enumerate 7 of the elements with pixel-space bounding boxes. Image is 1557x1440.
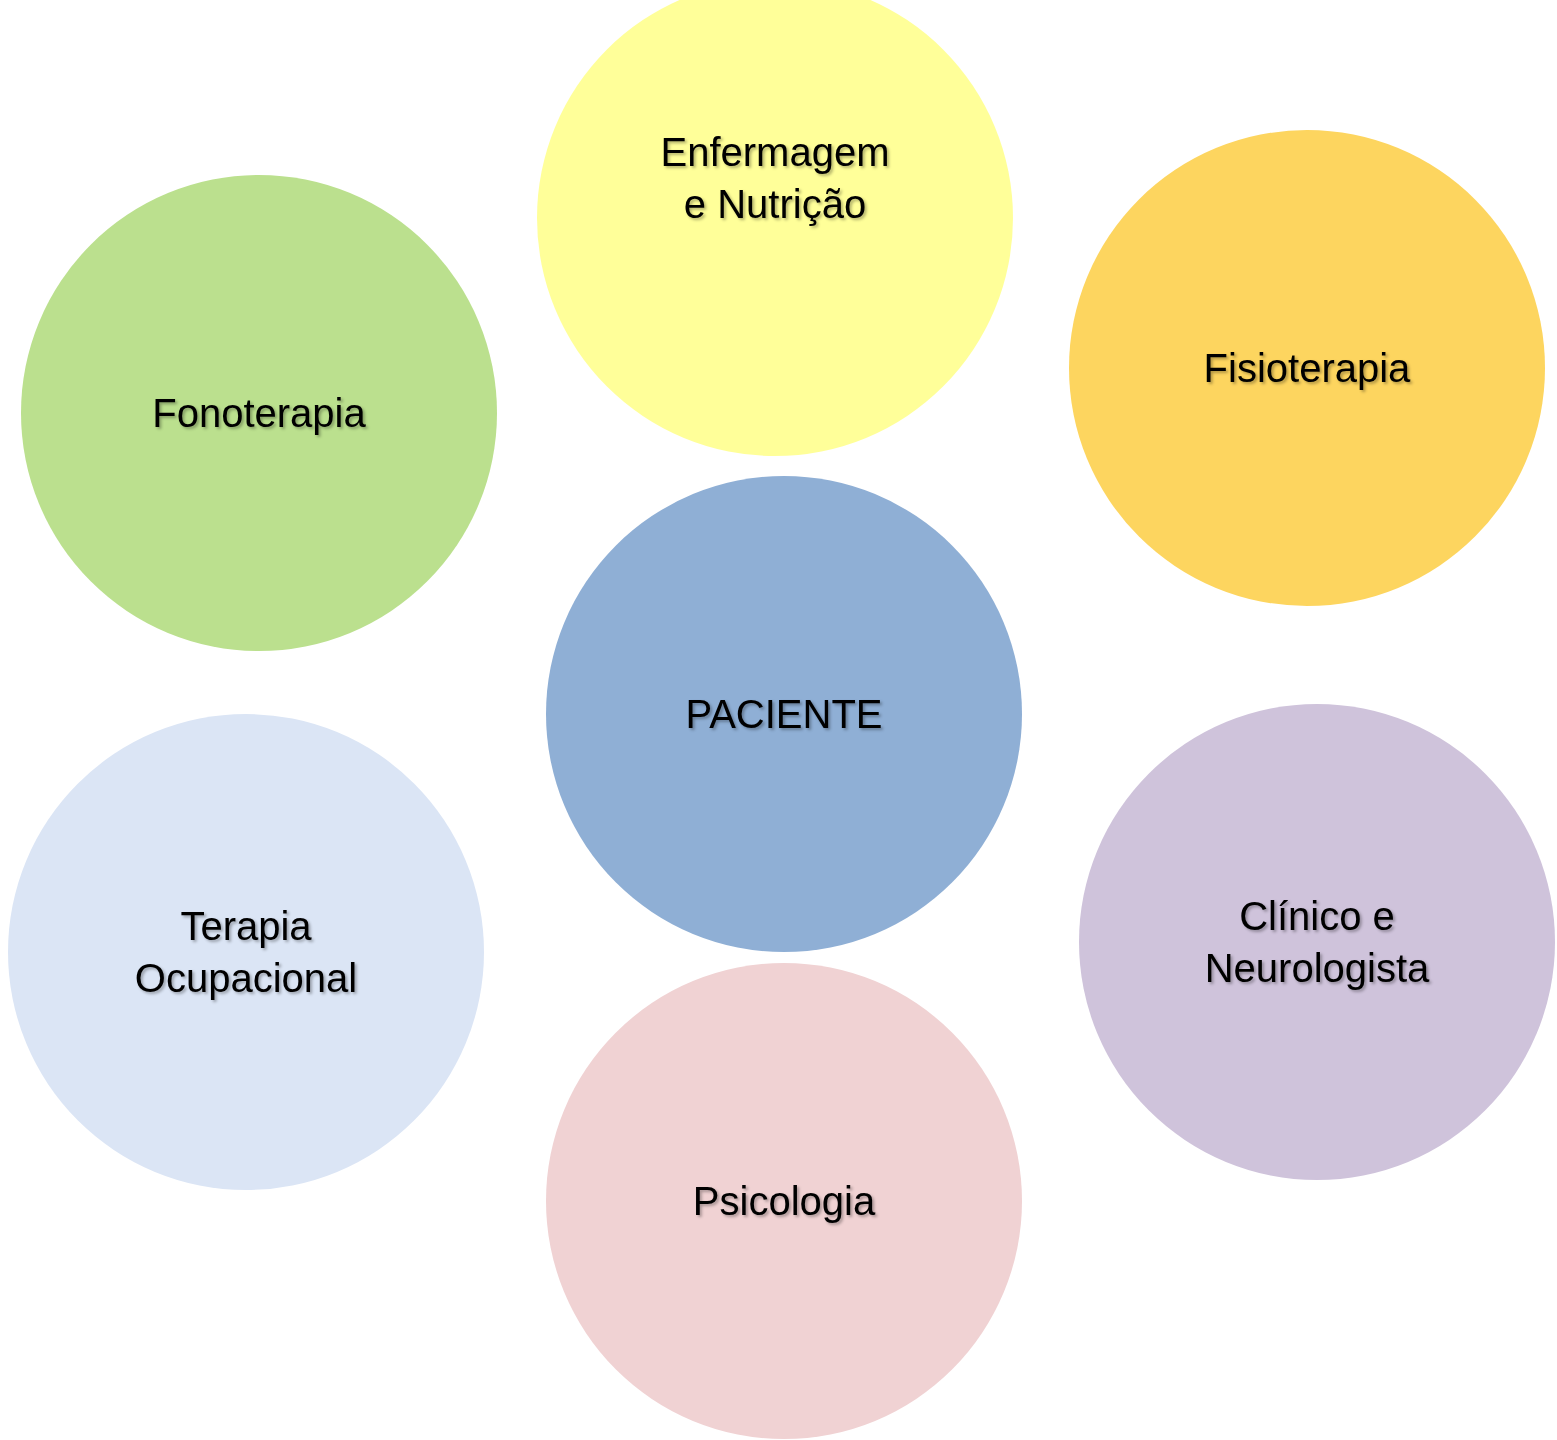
node-label: Enfermagem e Nutrição: [659, 129, 891, 228]
node-label: Terapia Ocupacional: [133, 903, 359, 1002]
node-label: Fisioterapia: [1203, 345, 1411, 392]
node-label: PACIENTE: [685, 691, 883, 738]
node-label: Fonoterapia: [152, 390, 366, 437]
node-label: Psicologia: [692, 1178, 876, 1225]
node-label: Clínico e Neurologista: [1203, 893, 1431, 992]
